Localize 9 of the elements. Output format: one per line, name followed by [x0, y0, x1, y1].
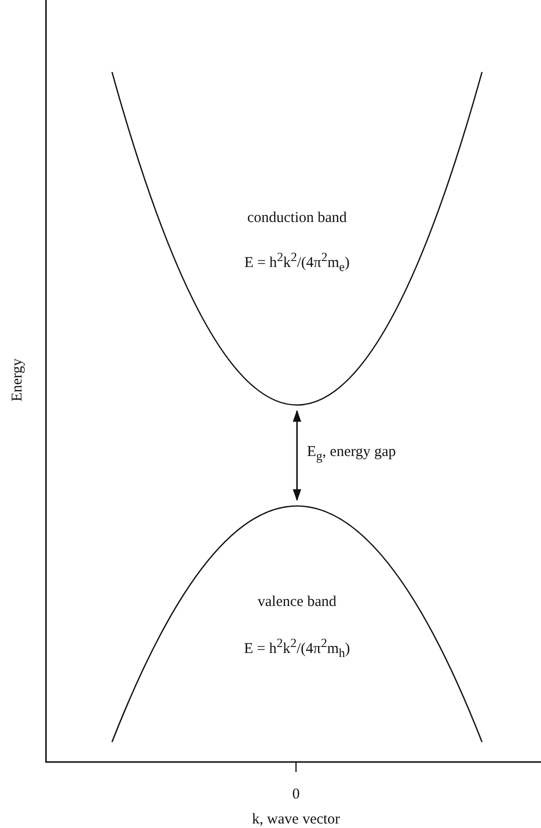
band-formula: E = h$^{2}$k$^{2}$/(4π$^{2}$m$_{h}$)	[244, 636, 350, 661]
edge-label: E$_{g}$, energy gap	[305, 444, 398, 464]
tick-label: 0	[292, 786, 300, 804]
band-name: valence band	[258, 594, 336, 611]
double-arrow	[292, 410, 302, 502]
band-formula: E = h$^{2}$k$^{2}$/(4π$^{2}$m$_{e}$)	[244, 250, 350, 275]
axis-title: k, wave vector	[252, 812, 340, 828]
axis-title: Energy	[10, 358, 26, 402]
band-name: conduction band	[247, 210, 347, 227]
